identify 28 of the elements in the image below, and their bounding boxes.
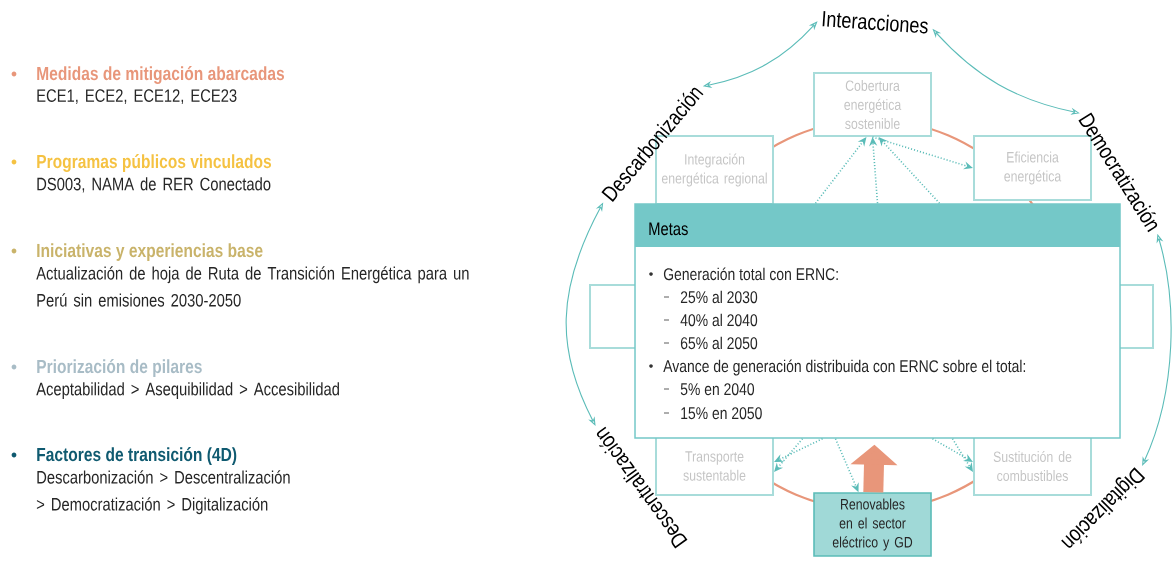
pillar-box <box>589 284 637 349</box>
goal-item: Avance de generación distribuida con ERNC sobre el total: <box>663 359 1026 376</box>
dotted-arrow <box>774 437 824 462</box>
section-heading: Programas públicos vinculados <box>37 154 272 173</box>
section-text: DS003, NAMA de RER Conectado <box>37 177 271 193</box>
dotted-arrow <box>951 437 973 472</box>
dotted-arrow <box>774 437 804 472</box>
section-heading: Iniciativas y experiencias base <box>37 243 263 261</box>
goal-item: Generación total con ERNC: <box>663 267 838 281</box>
sub-item: 5% en 2040 <box>680 383 755 396</box>
section-text: Aceptabilidad > Asequibilidad > Accesibilidad <box>36 382 339 399</box>
circle-label: Interacciones <box>822 11 928 34</box>
sub-item: 40% al 2040 <box>680 313 758 327</box>
dotted-arrow <box>814 137 867 205</box>
sub-item: 25% al 2030 <box>680 290 758 304</box>
panel-heading: Metas <box>649 222 688 236</box>
sub-item: 15% en 2050 <box>681 407 762 420</box>
pillar-box <box>1118 284 1154 349</box>
highlight-box: Renovables en el sector eléctrico y GD <box>813 492 932 557</box>
pillar-box: Cobertura energética sostenible <box>813 72 932 137</box>
section-text: Descarbonización > Descentralización > Democratización > Digitalización <box>36 470 290 515</box>
section-heading: Medidas de mitigación abarcadas <box>37 66 285 85</box>
sub-item: 65% al 2050 <box>680 336 758 350</box>
section-heading: Factores de transición (4D) <box>37 447 237 465</box>
dotted-arrow <box>931 437 973 462</box>
section-text: Actualización de hoja de Ruta de Transición Energética para un Perú sin emisiones 2030-2050 <box>36 266 469 307</box>
section-heading: Priorización de pilares <box>37 359 202 377</box>
section-text: ECE1, ECE2, ECE12, ECE23 <box>37 89 237 105</box>
